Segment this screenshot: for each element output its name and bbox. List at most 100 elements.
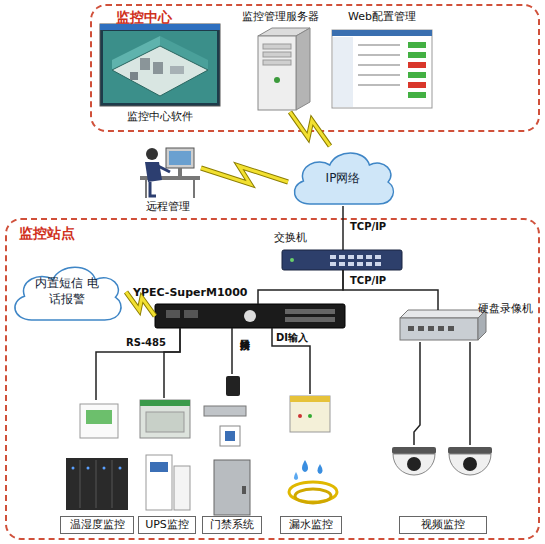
edge-label: RS-485 (126, 336, 166, 349)
node-label: 监控中心软件 (100, 110, 220, 124)
water-drop (294, 472, 298, 480)
switch-port (375, 255, 381, 259)
switch-port (339, 262, 345, 266)
water-drop (302, 460, 308, 472)
dvr-top (400, 310, 486, 318)
rack-line (80, 460, 81, 508)
wire-line (164, 328, 180, 398)
door-handle (242, 486, 246, 494)
ups-cabinet (146, 455, 172, 510)
exit-button (220, 426, 240, 446)
switch-port (375, 262, 381, 266)
wire-line (342, 206, 344, 250)
edge-label: TCP/IP (350, 220, 386, 233)
status-cell (408, 72, 426, 78)
network-cloud: IP网络 (288, 146, 398, 206)
bolt-outline (201, 166, 288, 184)
device-column: 视频监控 (385, 445, 500, 536)
camera-lens (407, 457, 421, 471)
region-box: 监控中心监控中心软件监控管理服务器Web配置管理 (90, 4, 540, 132)
monitor-stand (178, 168, 182, 176)
bolt-outline (126, 292, 155, 316)
node-label: 远程管理 (130, 200, 206, 214)
node-label: 温湿度监控 (60, 516, 134, 534)
controller-node: YPEC-SuperM1000 (155, 304, 345, 328)
camera-base (392, 447, 436, 454)
wire (272, 328, 310, 394)
wire-line (272, 328, 310, 394)
bolt (290, 112, 330, 146)
leak-controller (290, 396, 330, 432)
leak-cable (295, 489, 331, 503)
bolt (126, 292, 155, 316)
status-cell (408, 42, 426, 48)
server-bay (263, 52, 291, 57)
alarm-cloud: 内置短信 电话报警 (8, 260, 126, 322)
wire (343, 270, 438, 310)
rack-led (87, 467, 90, 470)
node-label: Web配置管理 (332, 10, 432, 24)
region-box: 监控站点交换机内置短信 电话报警YPEC-SuperM1000硬盘录像机温湿度监… (5, 218, 540, 540)
wire (232, 328, 233, 374)
rack-led (119, 467, 122, 470)
camera-base (448, 447, 492, 454)
ups-cabinet (174, 466, 190, 510)
magnetic-lock (204, 406, 246, 416)
server-front (258, 36, 296, 110)
room-unit (170, 66, 184, 74)
rack-photo (66, 458, 128, 510)
room-rack (153, 62, 163, 74)
camera-dome (449, 454, 491, 475)
switch-port (357, 255, 363, 259)
thermostat-screen (86, 410, 112, 424)
ups-module (140, 400, 190, 438)
edge-label: TCP/IP (350, 274, 386, 287)
camera-lens (463, 457, 477, 471)
rack-led (72, 467, 75, 470)
monitor (166, 148, 194, 168)
leak-controller-stripe (290, 396, 330, 402)
water-drop (318, 464, 323, 474)
thermostat (80, 404, 118, 438)
server-bay (263, 44, 291, 49)
node-label: YPEC-SuperM1000 (133, 286, 273, 300)
desk-leg (145, 180, 147, 198)
ups-board (146, 412, 184, 432)
status-cell (408, 52, 426, 58)
leak-led (308, 414, 312, 418)
wireless-link (290, 112, 330, 146)
node-label: 漏水监控 (280, 516, 342, 534)
web-header (332, 30, 432, 36)
node-label: 监控站点 (19, 224, 109, 242)
remote-node: 远程管理 (135, 140, 201, 198)
controller-terminal (285, 317, 335, 322)
switch-port (357, 262, 363, 266)
software-node: 监控中心软件 (100, 24, 220, 106)
switch-port (330, 255, 336, 259)
wire-line (414, 342, 470, 445)
room-rack (140, 58, 150, 70)
leak-led (298, 414, 302, 418)
rack-led (103, 467, 106, 470)
switch-port (330, 262, 336, 266)
wireless-link (201, 166, 288, 184)
status-cell (408, 82, 426, 88)
node-label: 视频监控 (399, 516, 487, 534)
wire-line (343, 270, 438, 310)
web-sidebar (333, 37, 353, 107)
bolt-outline (290, 112, 330, 146)
dvr-port (428, 326, 434, 331)
node-label: UPS监控 (138, 516, 196, 534)
server-led (274, 77, 280, 83)
wire-line (96, 328, 180, 400)
monitor-screen (169, 151, 191, 165)
device-column: 温湿度监控 (60, 400, 132, 536)
wire (343, 206, 344, 250)
desk-leg (193, 180, 195, 198)
node-label: 交换机 (274, 231, 324, 245)
wire (414, 342, 470, 445)
room-floor (112, 46, 208, 96)
device-column: UPS监控 (136, 398, 196, 536)
wire (258, 270, 343, 304)
